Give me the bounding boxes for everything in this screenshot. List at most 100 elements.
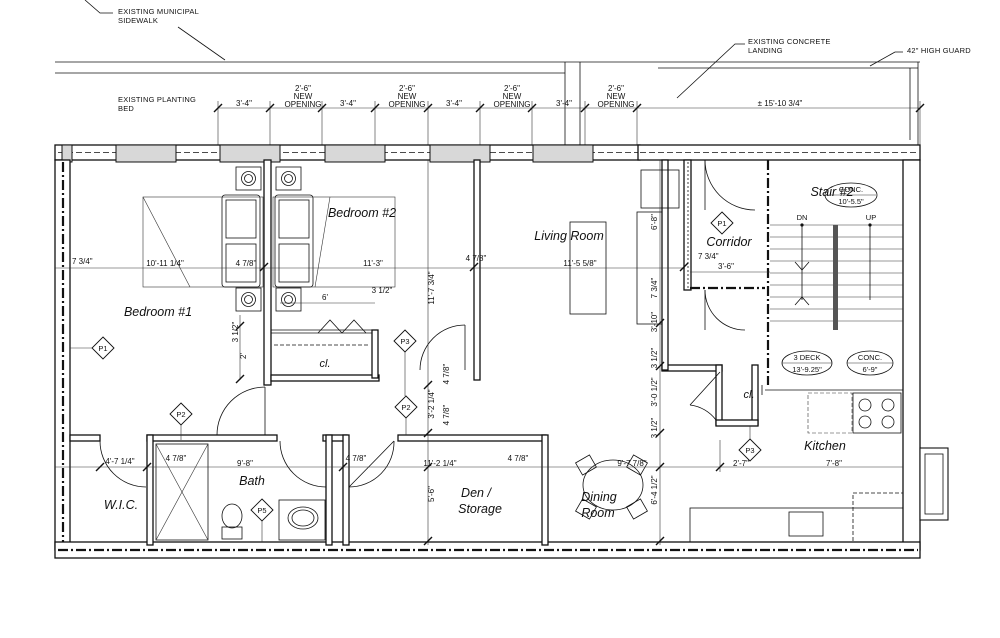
dim-opening-2: 2'-6" NEW OPENING <box>389 84 426 109</box>
top-dimension-string: 3'-4" 3'-4" 3'-4" 3'-4" 2'-6" NEW OPENIN… <box>213 84 925 145</box>
dim-7-3-4-b: 7 3/4" <box>698 252 719 261</box>
svg-text:P5: P5 <box>257 506 266 515</box>
dim-10-11: 10'-11 1/4" <box>146 259 184 268</box>
tag-p3-kitchen: P3 <box>738 426 762 462</box>
dim-3-1-2-b: 3 1/2" <box>231 322 240 343</box>
doors <box>99 159 756 488</box>
window-3 <box>324 144 386 163</box>
dim-11-5: 11'-5 5/8" <box>563 259 596 268</box>
planting-note-line1: EXISTING PLANTING <box>118 95 196 104</box>
tag-p1-bedroom: P1 <box>70 336 115 360</box>
toilet-tank <box>221 526 243 540</box>
svg-text:P1: P1 <box>717 219 726 228</box>
dim-6-4: 6'-4 1/2" <box>650 475 659 504</box>
dim-4-7-8-e: 4 7/8" <box>508 454 529 463</box>
range <box>852 392 902 434</box>
stair: DN UP CONC. 10'-5.5" 3 DECK 13'-9.25" CO… <box>770 182 903 376</box>
dim-3-6: 3'-6" <box>718 262 734 271</box>
fridge <box>852 492 904 543</box>
svg-text:NEW: NEW <box>607 92 626 101</box>
window-5 <box>532 144 594 163</box>
dimension-labels: 7 3/4" 10'-11 1/4" 4 7/8" 11'-3" 4 7/8" … <box>72 214 842 505</box>
svg-text:P1: P1 <box>98 344 107 353</box>
svg-text:P3: P3 <box>745 446 754 455</box>
svg-text:P2: P2 <box>401 403 410 412</box>
svg-text:2'-6": 2'-6" <box>295 84 311 93</box>
dim-9-8: 9'-8" <box>237 459 253 468</box>
landing-note-line1: EXISTING CONCRETE <box>748 37 831 46</box>
dim-2-7: 2'-7" <box>733 459 749 468</box>
window-4 <box>429 144 491 163</box>
room-label-dining-2: Room <box>581 506 614 520</box>
exterior-walls <box>54 144 949 559</box>
room-label-den-1: Den / <box>461 486 492 500</box>
room-label-closet-2: cl. <box>744 389 755 401</box>
dim-2: 2' <box>239 353 248 359</box>
room-label-living-room: Living Room <box>534 229 603 243</box>
elevation-tag-conc-top: CONC. 10'-5.5" <box>824 182 878 208</box>
room-label-closet-1: cl. <box>320 358 331 370</box>
svg-text:P3: P3 <box>400 337 409 346</box>
dim-wall-3: 3'-4" <box>446 99 462 108</box>
dim-3-2: 3'-2 1/4" <box>427 389 436 418</box>
dim-7-3-4-c: 7 3/4" <box>650 278 659 299</box>
guard-note: 42" HIGH GUARD <box>907 46 971 55</box>
svg-text:13'-9.25": 13'-9.25" <box>792 365 822 374</box>
furniture <box>142 166 904 543</box>
dim-opening-4: 2'-6" NEW OPENING <box>598 84 635 109</box>
elevation-tag-deck: 3 DECK 13'-9.25" <box>781 350 833 376</box>
room-label-den-2: Storage <box>458 502 502 516</box>
lamp-icons <box>235 166 302 312</box>
svg-text:NEW: NEW <box>398 92 417 101</box>
dim-4-7-8-a: 4 7/8" <box>236 259 257 268</box>
dim-6-8: 6'-8" <box>650 214 659 230</box>
svg-text:CONC.: CONC. <box>858 353 882 362</box>
svg-text:OPENING: OPENING <box>494 100 531 109</box>
dim-11-2: 11'-2 1/4" <box>423 459 456 468</box>
dim-opening-3: 2'-6" NEW OPENING <box>494 84 531 109</box>
tag-p2-bath: P2 <box>169 402 193 440</box>
tag-p1-corridor: P1 <box>710 211 734 235</box>
svg-text:2'-6": 2'-6" <box>608 84 624 93</box>
elevation-tag-conc-bottom: CONC. 6'-9" <box>846 350 894 376</box>
window-1 <box>115 144 177 163</box>
interior-dimension-lines <box>55 160 903 546</box>
bed-2 <box>272 196 396 288</box>
dim-11-7: 11'-7 3/4" <box>427 271 436 304</box>
room-label-bedroom-1: Bedroom #1 <box>124 305 192 319</box>
stair-dn-label: DN <box>797 213 808 222</box>
room-label-corridor: Corridor <box>706 235 752 249</box>
dim-4-7-8-b: 4 7/8" <box>466 254 487 263</box>
room-label-bedroom-2: Bedroom #2 <box>328 206 396 220</box>
bed-1 <box>142 196 264 288</box>
dim-4-7-8-g: 4 7/8" <box>442 405 451 426</box>
dim-9-7: 9'-7 7/8" <box>617 459 646 468</box>
dim-11-3: 11'-3" <box>363 259 383 268</box>
dim-4-7-8-f: 4 7/8" <box>442 364 451 385</box>
svg-text:OPENING: OPENING <box>285 100 322 109</box>
counter <box>689 507 904 543</box>
stair-up-label: UP <box>866 213 876 222</box>
svg-text:OPENING: OPENING <box>389 100 426 109</box>
sink <box>287 506 319 530</box>
finish-tags: P1 P1 P2 P2 P3 P3 P5 <box>70 211 762 542</box>
room-label-bath: Bath <box>239 474 265 488</box>
site-notes: EXISTING MUNICIPAL SIDEWALK EXISTING PLA… <box>55 0 971 145</box>
svg-text:CONC.: CONC. <box>839 185 863 194</box>
kitchen-sink <box>788 511 824 537</box>
svg-text:NEW: NEW <box>503 92 522 101</box>
dim-overall: ± 15'-10 3/4" <box>758 99 803 108</box>
room-label-wic: W.I.C. <box>104 498 138 512</box>
dim-4-7: 4'-7 1/4" <box>105 457 134 466</box>
dim-7-3-4: 7 3/4" <box>72 257 93 266</box>
dim-7-8: 7'-8" <box>826 459 842 468</box>
shower <box>155 443 209 541</box>
landing-note-line2: LANDING <box>748 46 783 55</box>
dim-6: 6' <box>322 293 328 302</box>
svg-text:P2: P2 <box>176 410 185 419</box>
svg-text:NEW: NEW <box>294 92 313 101</box>
svg-text:3 DECK: 3 DECK <box>793 353 820 362</box>
dim-3-1-2-c: 3 1/2" <box>650 348 659 369</box>
svg-text:6'-9": 6'-9" <box>863 365 878 374</box>
